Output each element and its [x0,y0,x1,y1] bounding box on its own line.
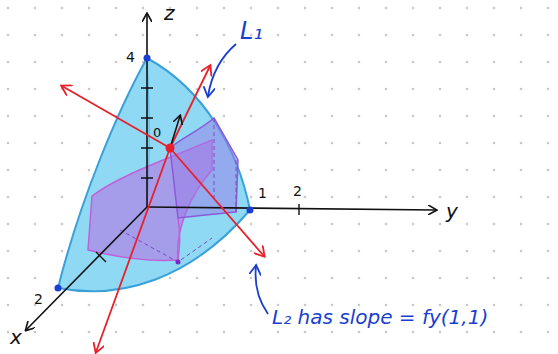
axis-name: z [164,2,175,24]
annotation-note: L₂ has slope = fy(1,1) [272,306,488,328]
line-name: L₁ [240,18,263,44]
tick-value: 1 [258,186,267,201]
axis-name: x [10,326,22,348]
tick-value: 2 [34,292,43,307]
tick-value: 2 [293,184,302,199]
axis-name: y [446,200,458,222]
tick-value: 4 [126,50,135,65]
point-label: 0 [153,126,161,140]
